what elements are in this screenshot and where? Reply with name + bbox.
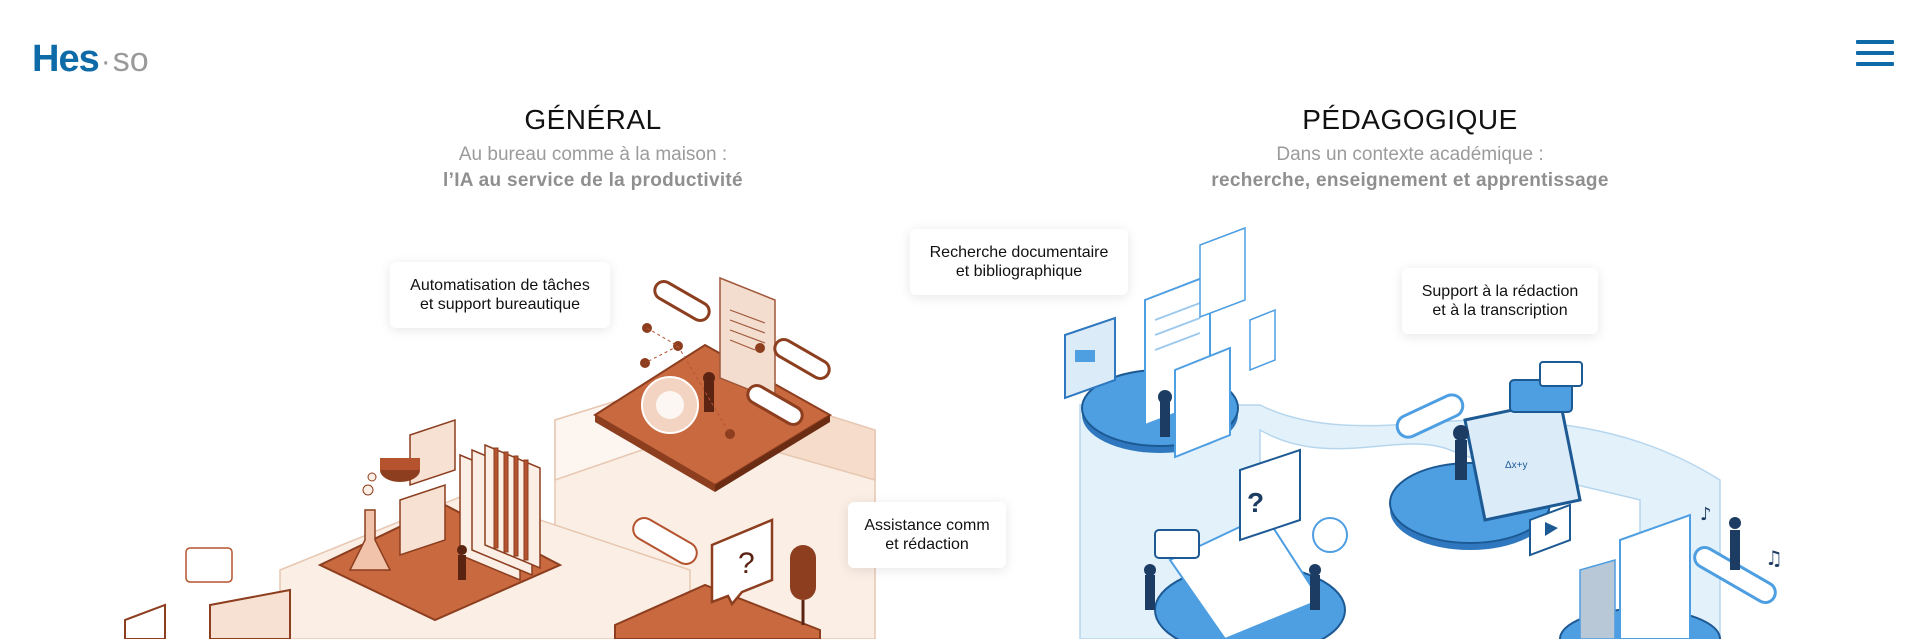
pedagogic-subtitle-bold: recherche, enseignement et apprentissage — [1211, 170, 1609, 191]
card-writing-line2: et à la transcription — [1432, 302, 1568, 319]
hes-so-logo[interactable]: Hes · so — [32, 38, 149, 81]
site-header: Hes · so — [0, 0, 1920, 100]
card-writing-line1: Support à la rédaction — [1421, 283, 1579, 300]
svg-text:Δx+y: Δx+y — [1505, 460, 1528, 471]
card-assistance-line1: Assistance comm — [864, 517, 990, 534]
pedagogic-subtitle: Dans un contexte académique : — [1276, 144, 1544, 165]
card-automation-line2: et support bureautique — [419, 296, 581, 313]
card-automation-line1: Automatisation de tâches — [410, 277, 590, 294]
card-research-line1: Recherche documentaire — [929, 244, 1109, 261]
menu-bar — [1856, 62, 1894, 66]
general-section-heading: GÉNÉRAL Au bureau comme à la maison : l’… — [273, 104, 913, 192]
logo-dot: · — [100, 45, 111, 78]
card-automation[interactable]: Automatisation de tâches et support bure… — [390, 262, 610, 328]
svg-text:♫: ♫ — [1765, 546, 1783, 570]
pedagogic-illustration: Δx+y ? ♪ ♫ — [1064, 226, 1783, 639]
general-subtitle-bold: l’IA au service de la productivité — [443, 170, 743, 191]
hamburger-menu-icon[interactable] — [1856, 40, 1894, 70]
logo-hes: Hes — [32, 38, 100, 80]
general-subtitle: Au bureau comme à la maison : — [458, 144, 728, 165]
general-illustration: ? — [124, 276, 876, 639]
card-research[interactable]: Recherche documentaire et bibliographiqu… — [910, 229, 1128, 295]
card-research-line2: et bibliographique — [955, 263, 1083, 280]
pedagogic-section-heading: PÉDAGOGIQUE Dans un contexte académique … — [1090, 104, 1730, 192]
menu-bar — [1856, 40, 1894, 44]
card-writing[interactable]: Support à la rédaction et à la transcrip… — [1402, 268, 1598, 334]
svg-text:♪: ♪ — [1700, 504, 1712, 525]
logo-so: so — [112, 41, 149, 79]
card-assistance-line2: et rédaction — [885, 536, 969, 553]
svg-text:?: ? — [1247, 487, 1264, 518]
menu-bar — [1856, 51, 1894, 55]
card-assistance[interactable]: Assistance comm et rédaction — [848, 502, 1006, 568]
svg-text:?: ? — [738, 547, 755, 580]
pedagogic-title: PÉDAGOGIQUE — [1302, 104, 1518, 135]
general-title: GÉNÉRAL — [524, 104, 662, 135]
